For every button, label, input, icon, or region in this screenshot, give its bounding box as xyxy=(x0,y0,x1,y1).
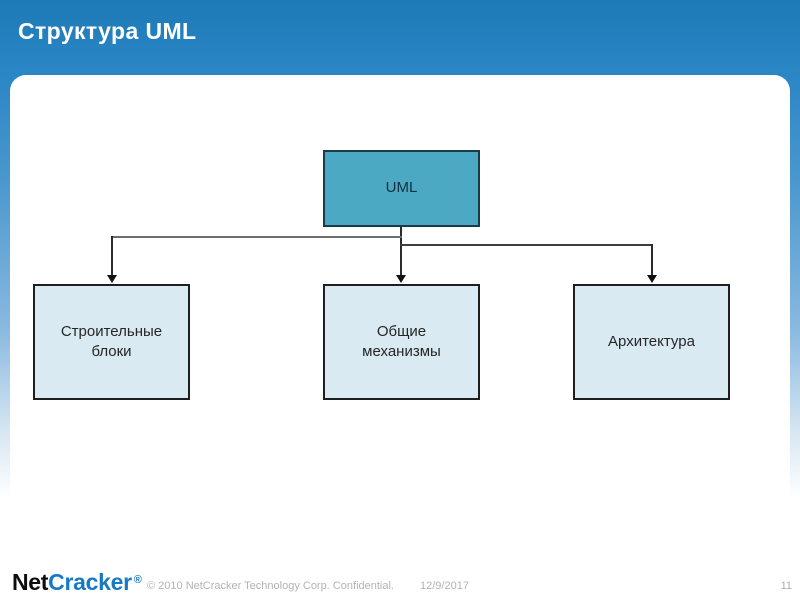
diagram-node-common-mechanisms-label: Общие механизмы xyxy=(362,322,441,360)
connector-right-horizontal xyxy=(400,244,653,246)
diagram-node-architecture-label: Архитектура xyxy=(608,332,695,350)
arrowhead-left-icon xyxy=(107,275,117,283)
diagram-node-building-blocks-label: Строительные блоки xyxy=(60,322,163,360)
netcracker-logo: NetCracker® xyxy=(12,569,142,596)
connector-left-vertical xyxy=(111,236,113,277)
diagram-node-uml: UML xyxy=(323,150,480,227)
footer-copyright: © 2010 NetCracker Technology Corp. Confi… xyxy=(147,580,394,592)
arrowhead-right-icon xyxy=(647,275,657,283)
slide-title: Структура UML xyxy=(18,18,197,44)
diagram-node-building-blocks: Строительные блоки xyxy=(33,284,190,400)
diagram-node-uml-label: UML xyxy=(385,179,418,197)
diagram-node-architecture: Архитектура xyxy=(573,284,730,400)
logo-cracker-part: Cracker xyxy=(48,569,132,595)
connector-right-vertical xyxy=(651,244,653,277)
logo-net-part: Net xyxy=(12,569,49,595)
connector-left-horizontal xyxy=(111,236,402,238)
diagram-node-common-mechanisms: Общие механизмы xyxy=(323,284,480,400)
footer-date: 12/9/2017 xyxy=(420,580,469,592)
arrowhead-middle-icon xyxy=(396,275,406,283)
registered-trademark-icon: ® xyxy=(133,574,142,586)
connector-center-vertical xyxy=(400,227,402,277)
footer-page-number: 11 xyxy=(780,580,792,592)
